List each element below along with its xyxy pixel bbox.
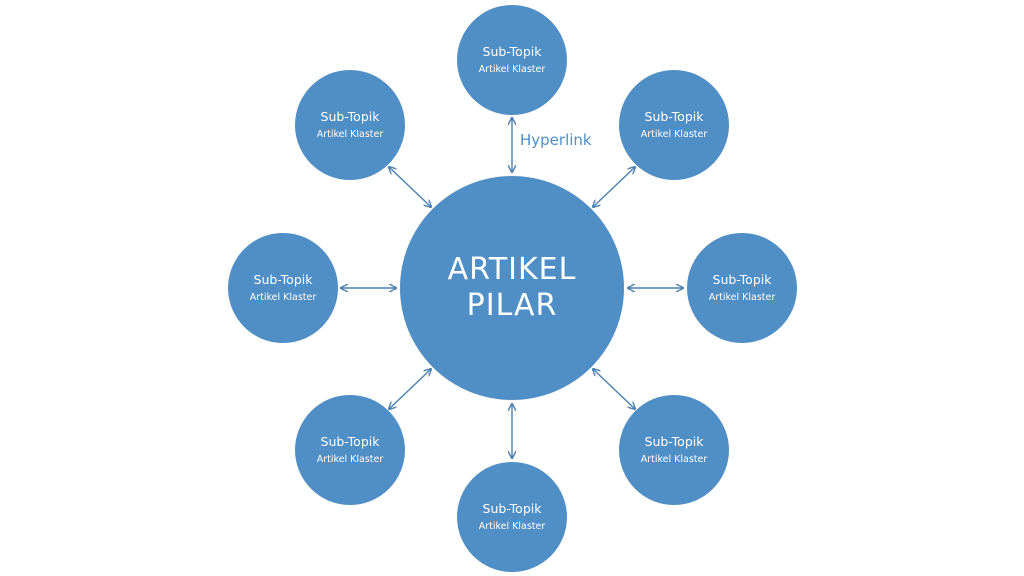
subtopic-subtitle: Artikel Klaster — [249, 292, 317, 303]
pillar-title-line-2: PILAR — [466, 288, 558, 323]
subtopic-node-left[interactable]: Sub-Topik Artikel Klaster — [228, 233, 338, 343]
subtopic-subtitle: Artikel Klaster — [640, 454, 708, 465]
connector-arrow-bottom-left — [389, 369, 431, 409]
pillar-title-line-1: ARTIKEL — [447, 252, 577, 287]
subtopic-subtitle: Artikel Klaster — [316, 129, 384, 140]
subtopic-title: Sub-Topik — [644, 434, 704, 449]
subtopic-subtitle: Artikel Klaster — [478, 521, 546, 532]
subtopic-node-right[interactable]: Sub-Topik Artikel Klaster — [687, 233, 797, 343]
hyperlink-label: Hyperlink — [520, 131, 592, 149]
subtopic-title: Sub-Topik — [253, 272, 313, 287]
subtopic-node-top[interactable]: Sub-Topik Artikel Klaster — [457, 5, 567, 115]
subtopic-title: Sub-Topik — [712, 272, 772, 287]
connector-arrow-top-left — [389, 167, 431, 207]
pillar-article-node[interactable]: ARTIKEL PILAR — [400, 176, 624, 400]
subtopic-subtitle: Artikel Klaster — [316, 454, 384, 465]
subtopic-subtitle: Artikel Klaster — [708, 292, 776, 303]
subtopic-node-bottom-right[interactable]: Sub-Topik Artikel Klaster — [619, 395, 729, 505]
subtopic-title: Sub-Topik — [482, 44, 542, 59]
subtopic-node-bottom[interactable]: Sub-Topik Artikel Klaster — [457, 462, 567, 572]
subtopic-subtitle: Artikel Klaster — [478, 64, 546, 75]
subtopic-node-top-left[interactable]: Sub-Topik Artikel Klaster — [295, 70, 405, 180]
connector-arrow-bottom-right — [593, 369, 635, 409]
subtopic-title: Sub-Topik — [644, 109, 704, 124]
subtopic-title: Sub-Topik — [482, 501, 542, 516]
subtopic-node-bottom-left[interactable]: Sub-Topik Artikel Klaster — [295, 395, 405, 505]
connector-arrow-top-right — [593, 167, 635, 207]
subtopic-title: Sub-Topik — [320, 434, 380, 449]
subtopic-node-top-right[interactable]: Sub-Topik Artikel Klaster — [619, 70, 729, 180]
subtopic-title: Sub-Topik — [320, 109, 380, 124]
subtopic-subtitle: Artikel Klaster — [640, 129, 708, 140]
